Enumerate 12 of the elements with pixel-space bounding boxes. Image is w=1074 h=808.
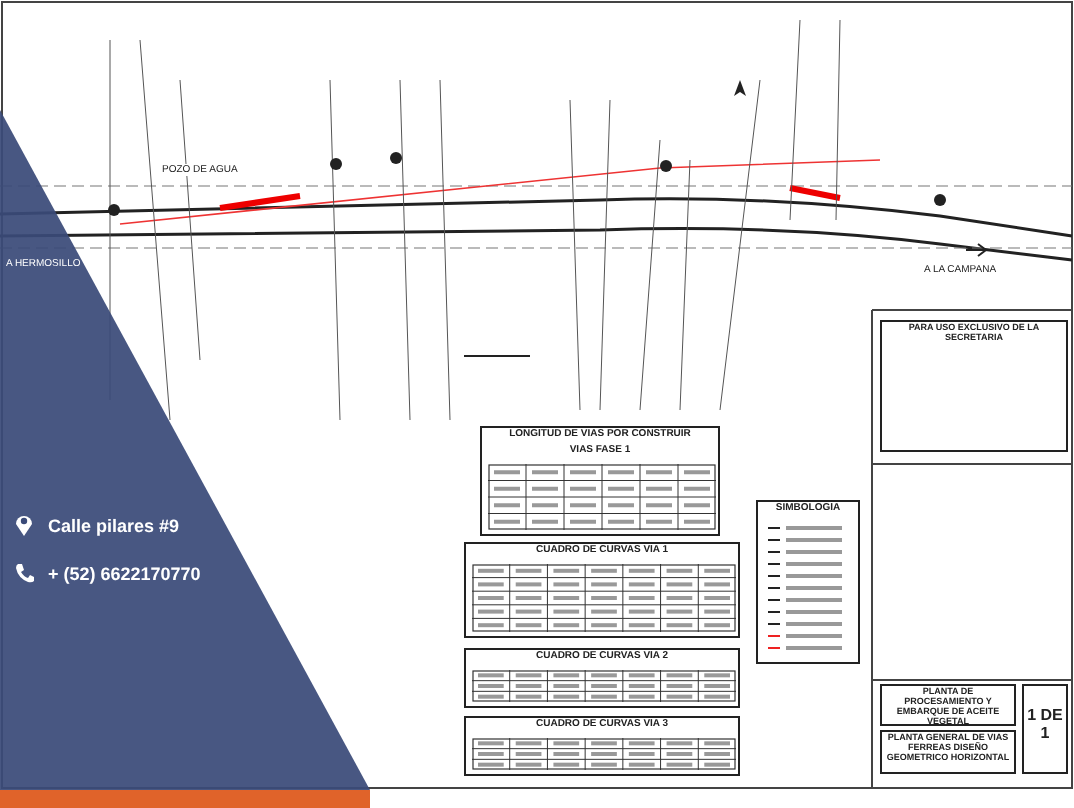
title-block-cell [880,730,1016,774]
phone-text: + (52) 6622170770 [48,564,201,584]
legend-panel [756,500,860,664]
data-table [464,542,740,638]
data-table [480,426,720,536]
data-table [464,716,740,776]
title-block-cell [1022,684,1068,774]
address-text: Calle pilares #9 [48,516,180,536]
title-block-cell [880,320,1068,452]
data-table [464,648,740,708]
table-title: 1 DE 1 [1025,706,1065,746]
title-block-cell [880,684,1016,726]
